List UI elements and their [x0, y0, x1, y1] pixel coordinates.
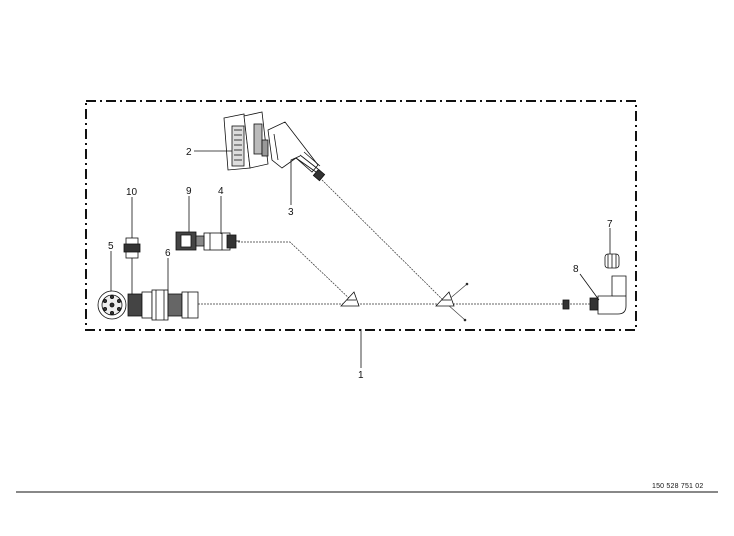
part-2-connector-housing: [223, 111, 269, 171]
callout-5: 5: [108, 241, 114, 252]
leader-lines: [110, 150, 611, 368]
part-4-plug-connector: [203, 232, 240, 251]
callout-1: 1: [358, 370, 364, 381]
callout-10: 10: [126, 187, 138, 198]
part-5-round-socket: [97, 290, 127, 320]
part-7-cap: [604, 253, 620, 269]
callout-7: 7: [607, 219, 613, 230]
part-10-inline-coupler: [123, 237, 141, 300]
junction-sleeve-left: [340, 291, 360, 307]
part-6-multipin-plug: [127, 289, 199, 321]
inline-ferrule: [562, 299, 570, 310]
document-number: 150 528 751 02: [652, 483, 704, 490]
branch-cable-3: [321, 179, 445, 302]
callout-3: 3: [288, 207, 294, 218]
callout-4: 4: [218, 186, 224, 197]
callout-6: 6: [165, 248, 171, 259]
branch-cable-4: [238, 241, 353, 302]
callout-2: 2: [186, 147, 192, 158]
callout-8: 8: [573, 264, 579, 275]
part-8-right-angle-connector: [589, 275, 627, 315]
part-9-mating-connector: [175, 231, 205, 251]
junction-sleeve-right: [435, 291, 455, 307]
callout-9: 9: [186, 186, 192, 197]
part-3-angled-connector: [261, 121, 326, 182]
